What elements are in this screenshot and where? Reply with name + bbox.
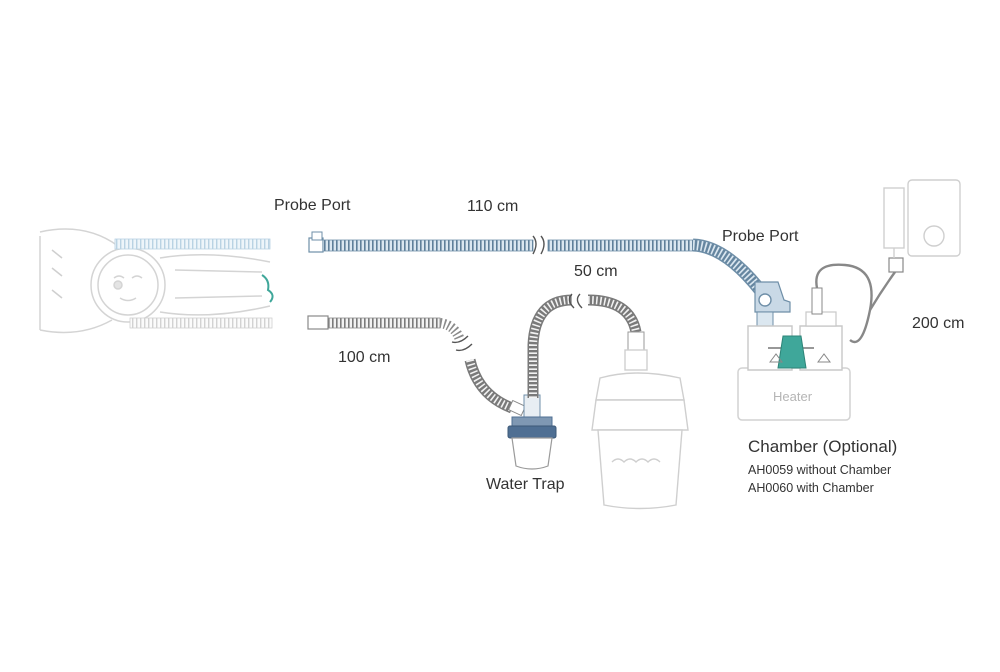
control-unit-faint: [883, 179, 961, 258]
break-mark-50cm: [568, 293, 583, 309]
right-probe-port-elbow: [754, 281, 791, 333]
patient-expiratory-tube-faint: [129, 317, 273, 329]
break-mark-top: [532, 235, 545, 255]
cable-200cm: [811, 257, 904, 344]
patient-inspiratory-tube-faint: [114, 238, 271, 250]
label-probe-port-right: Probe Port: [722, 228, 799, 245]
label-ah0060: AH0060 with Chamber: [748, 481, 874, 495]
inspiratory-limb-110cm: [308, 231, 766, 295]
label-chamber-optional: Chamber (Optional): [748, 437, 898, 456]
expiratory-limb-100cm: [307, 315, 527, 417]
label-water-trap: Water Trap: [486, 476, 565, 493]
label-heater: Heater: [773, 389, 813, 404]
water-trap: [507, 394, 557, 470]
tube-50cm: [527, 293, 645, 398]
label-110cm: 110 cm: [467, 198, 519, 215]
collection-container-faint: [591, 349, 689, 510]
probe-port-icon: [758, 293, 772, 307]
label-200cm: 200 cm: [912, 315, 965, 332]
left-probe-port-icon: [311, 231, 323, 241]
patient-connector-green: [261, 274, 274, 303]
break-mark-bottom-left: [451, 335, 473, 352]
chamber-teal-outlet: [777, 335, 807, 369]
heater-unit: [737, 311, 851, 421]
label-50cm: 50 cm: [574, 263, 618, 280]
label-probe-port-left: Probe Port: [274, 197, 351, 214]
label-100cm: 100 cm: [338, 349, 391, 366]
label-ah0059: AH0059 without Chamber: [748, 463, 892, 477]
patient-infant-illustration: [39, 228, 271, 334]
